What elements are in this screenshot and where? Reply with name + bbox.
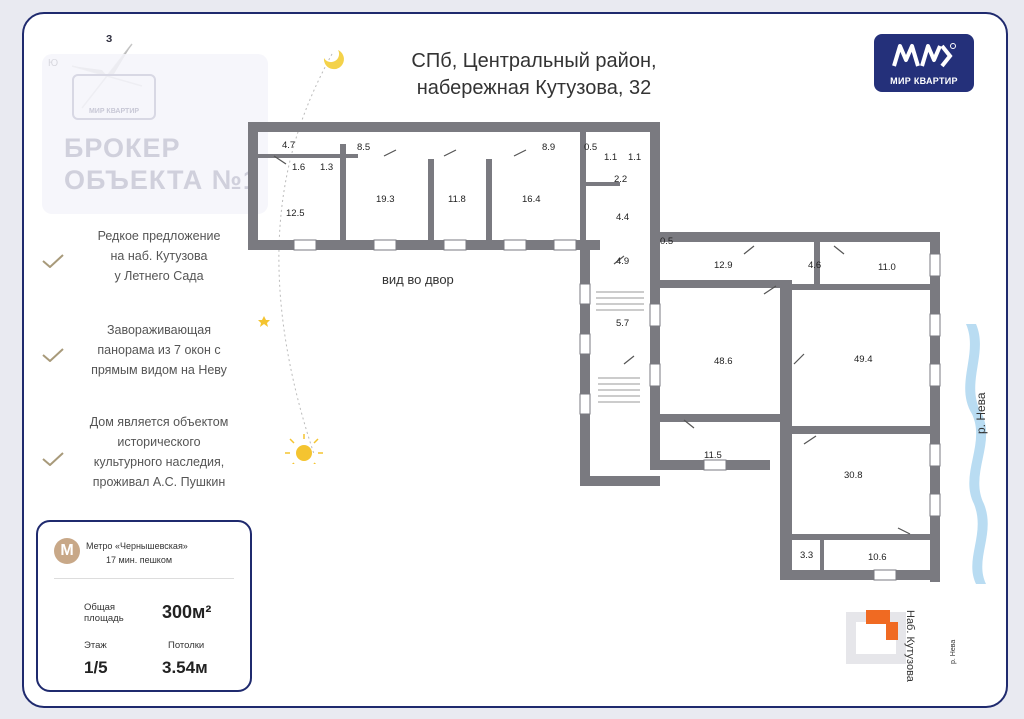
feature-2-line: панорама из 7 окон с (97, 343, 221, 357)
check-icon (42, 348, 64, 362)
metro-name: Метро «Чернышевская» (86, 541, 188, 551)
windows (293, 239, 941, 581)
floor-plan (248, 122, 988, 664)
metro-walk-time: 17 мин. пешком (106, 555, 173, 565)
room-area-label: 11.5 (704, 450, 722, 461)
check-icon (42, 452, 64, 466)
feature-1-line: Редкое предложение (97, 229, 221, 243)
watermark-text: БРОКЕР ОБЪЕКТА №1 (64, 132, 259, 196)
address-line2: набережная Кутузова, 32 (416, 77, 652, 99)
room-area-label: 16.4 (522, 194, 541, 205)
feature-3-line: проживал А.С. Пушкин (92, 475, 226, 489)
room-area-label: 2.2 (614, 174, 628, 185)
brand-logo[interactable]: МИР КВАРТИР (874, 34, 974, 92)
floor-value: 1/5 (84, 658, 108, 677)
room-area-label: 4.7 (282, 140, 296, 151)
room-area-label: 30.8 (844, 470, 863, 481)
listing-card: З Ю МИР КВАРТИР БРОКЕР ОБЪЕКТА №1 СПб, Ц… (22, 12, 1008, 708)
room-area-label: 49.4 (854, 354, 873, 365)
feature-3-line: Дом является объектом (89, 415, 229, 429)
room-area-label: 1.3 (320, 162, 334, 173)
mini-river-label: р. Нева (950, 639, 957, 664)
room-area-label: 4.9 (616, 256, 630, 267)
metro-m-icon: M (54, 538, 80, 564)
area-value: 300м² (162, 602, 212, 622)
courtyard-label: вид во двор (382, 272, 454, 287)
watermark-logo: МИР КВАРТИР (72, 74, 156, 120)
feature-1: Редкое предложение на наб. Кутузова у Ле… (64, 226, 254, 286)
area-label: Общая площадь (84, 602, 124, 624)
area-label-2: площадь (84, 613, 124, 624)
watermark-logo-text: МИР КВАРТИР (88, 108, 140, 115)
room-area-label: 1.6 (292, 162, 306, 173)
room-area-label: 0.5 (660, 236, 674, 247)
watermark-line1: БРОКЕР (64, 133, 181, 163)
feature-2-line: прямым видом на Неву (91, 363, 227, 377)
floor-label: Этаж (84, 640, 107, 651)
room-area-label: 1.1 (628, 152, 642, 163)
sun-icon (296, 445, 312, 461)
mini-map-highlight (866, 610, 890, 624)
room-area-label: 10.6 (868, 552, 887, 563)
room-area-label: 19.3 (376, 194, 395, 205)
feature-2: Завораживающая панорама из 7 окон с прям… (64, 320, 254, 380)
sun-path-graphic (258, 50, 344, 464)
check-icon (42, 254, 64, 268)
feature-2-line: Завораживающая (106, 323, 212, 337)
room-area-label: 12.5 (286, 208, 305, 219)
room-area-label: 12.9 (714, 260, 733, 271)
room-area-label: 48.6 (714, 356, 733, 367)
feature-1-line: у Летнего Сада (114, 269, 204, 283)
room-area-label: 8.5 (357, 142, 371, 153)
walls (248, 122, 940, 582)
address-line1: СПб, Центральный район, (411, 50, 657, 72)
river-shape (965, 324, 988, 584)
feature-3-line: культурного наследия, (93, 455, 225, 469)
doors (273, 149, 911, 535)
brand-logo-text: МИР КВАРТИР (890, 76, 958, 86)
address-title: СПб, Центральный район, набережная Кутуз… (374, 48, 694, 102)
brand-logo-icon (892, 43, 956, 68)
room-area-label: 11.8 (448, 194, 466, 205)
room-area-label: 0.5 (584, 142, 598, 153)
info-card: M Метро «Чернышевская» 17 мин. пешком Об… (36, 520, 252, 692)
room-area-label: 4.4 (616, 212, 630, 223)
room-area-label: 11.0 (878, 262, 896, 273)
feature-1-line: на наб. Кутузова (110, 249, 208, 263)
feature-3: Дом является объектом исторического куль… (64, 412, 254, 492)
area-label-1: Общая (84, 602, 116, 613)
compass-north-label: З (106, 34, 113, 45)
room-area-label: 3.3 (800, 550, 814, 561)
feature-3-line: исторического (117, 435, 201, 449)
river-label: р. Нева (974, 392, 988, 434)
stairs (596, 291, 644, 403)
divider (54, 578, 234, 579)
moon-icon (323, 50, 344, 70)
embankment-label: Наб. Кутузова (904, 610, 916, 682)
watermark-line2: ОБЪЕКТА №1 (64, 165, 259, 195)
room-area-label: 4.6 (808, 260, 822, 271)
ceiling-value: 3.54м (162, 658, 208, 677)
ceiling-label: Потолки (168, 640, 205, 651)
room-area-label: 5.7 (616, 318, 630, 329)
room-area-label: 1.1 (604, 152, 618, 163)
mini-map (846, 610, 906, 664)
room-area-label: 8.9 (542, 142, 556, 153)
